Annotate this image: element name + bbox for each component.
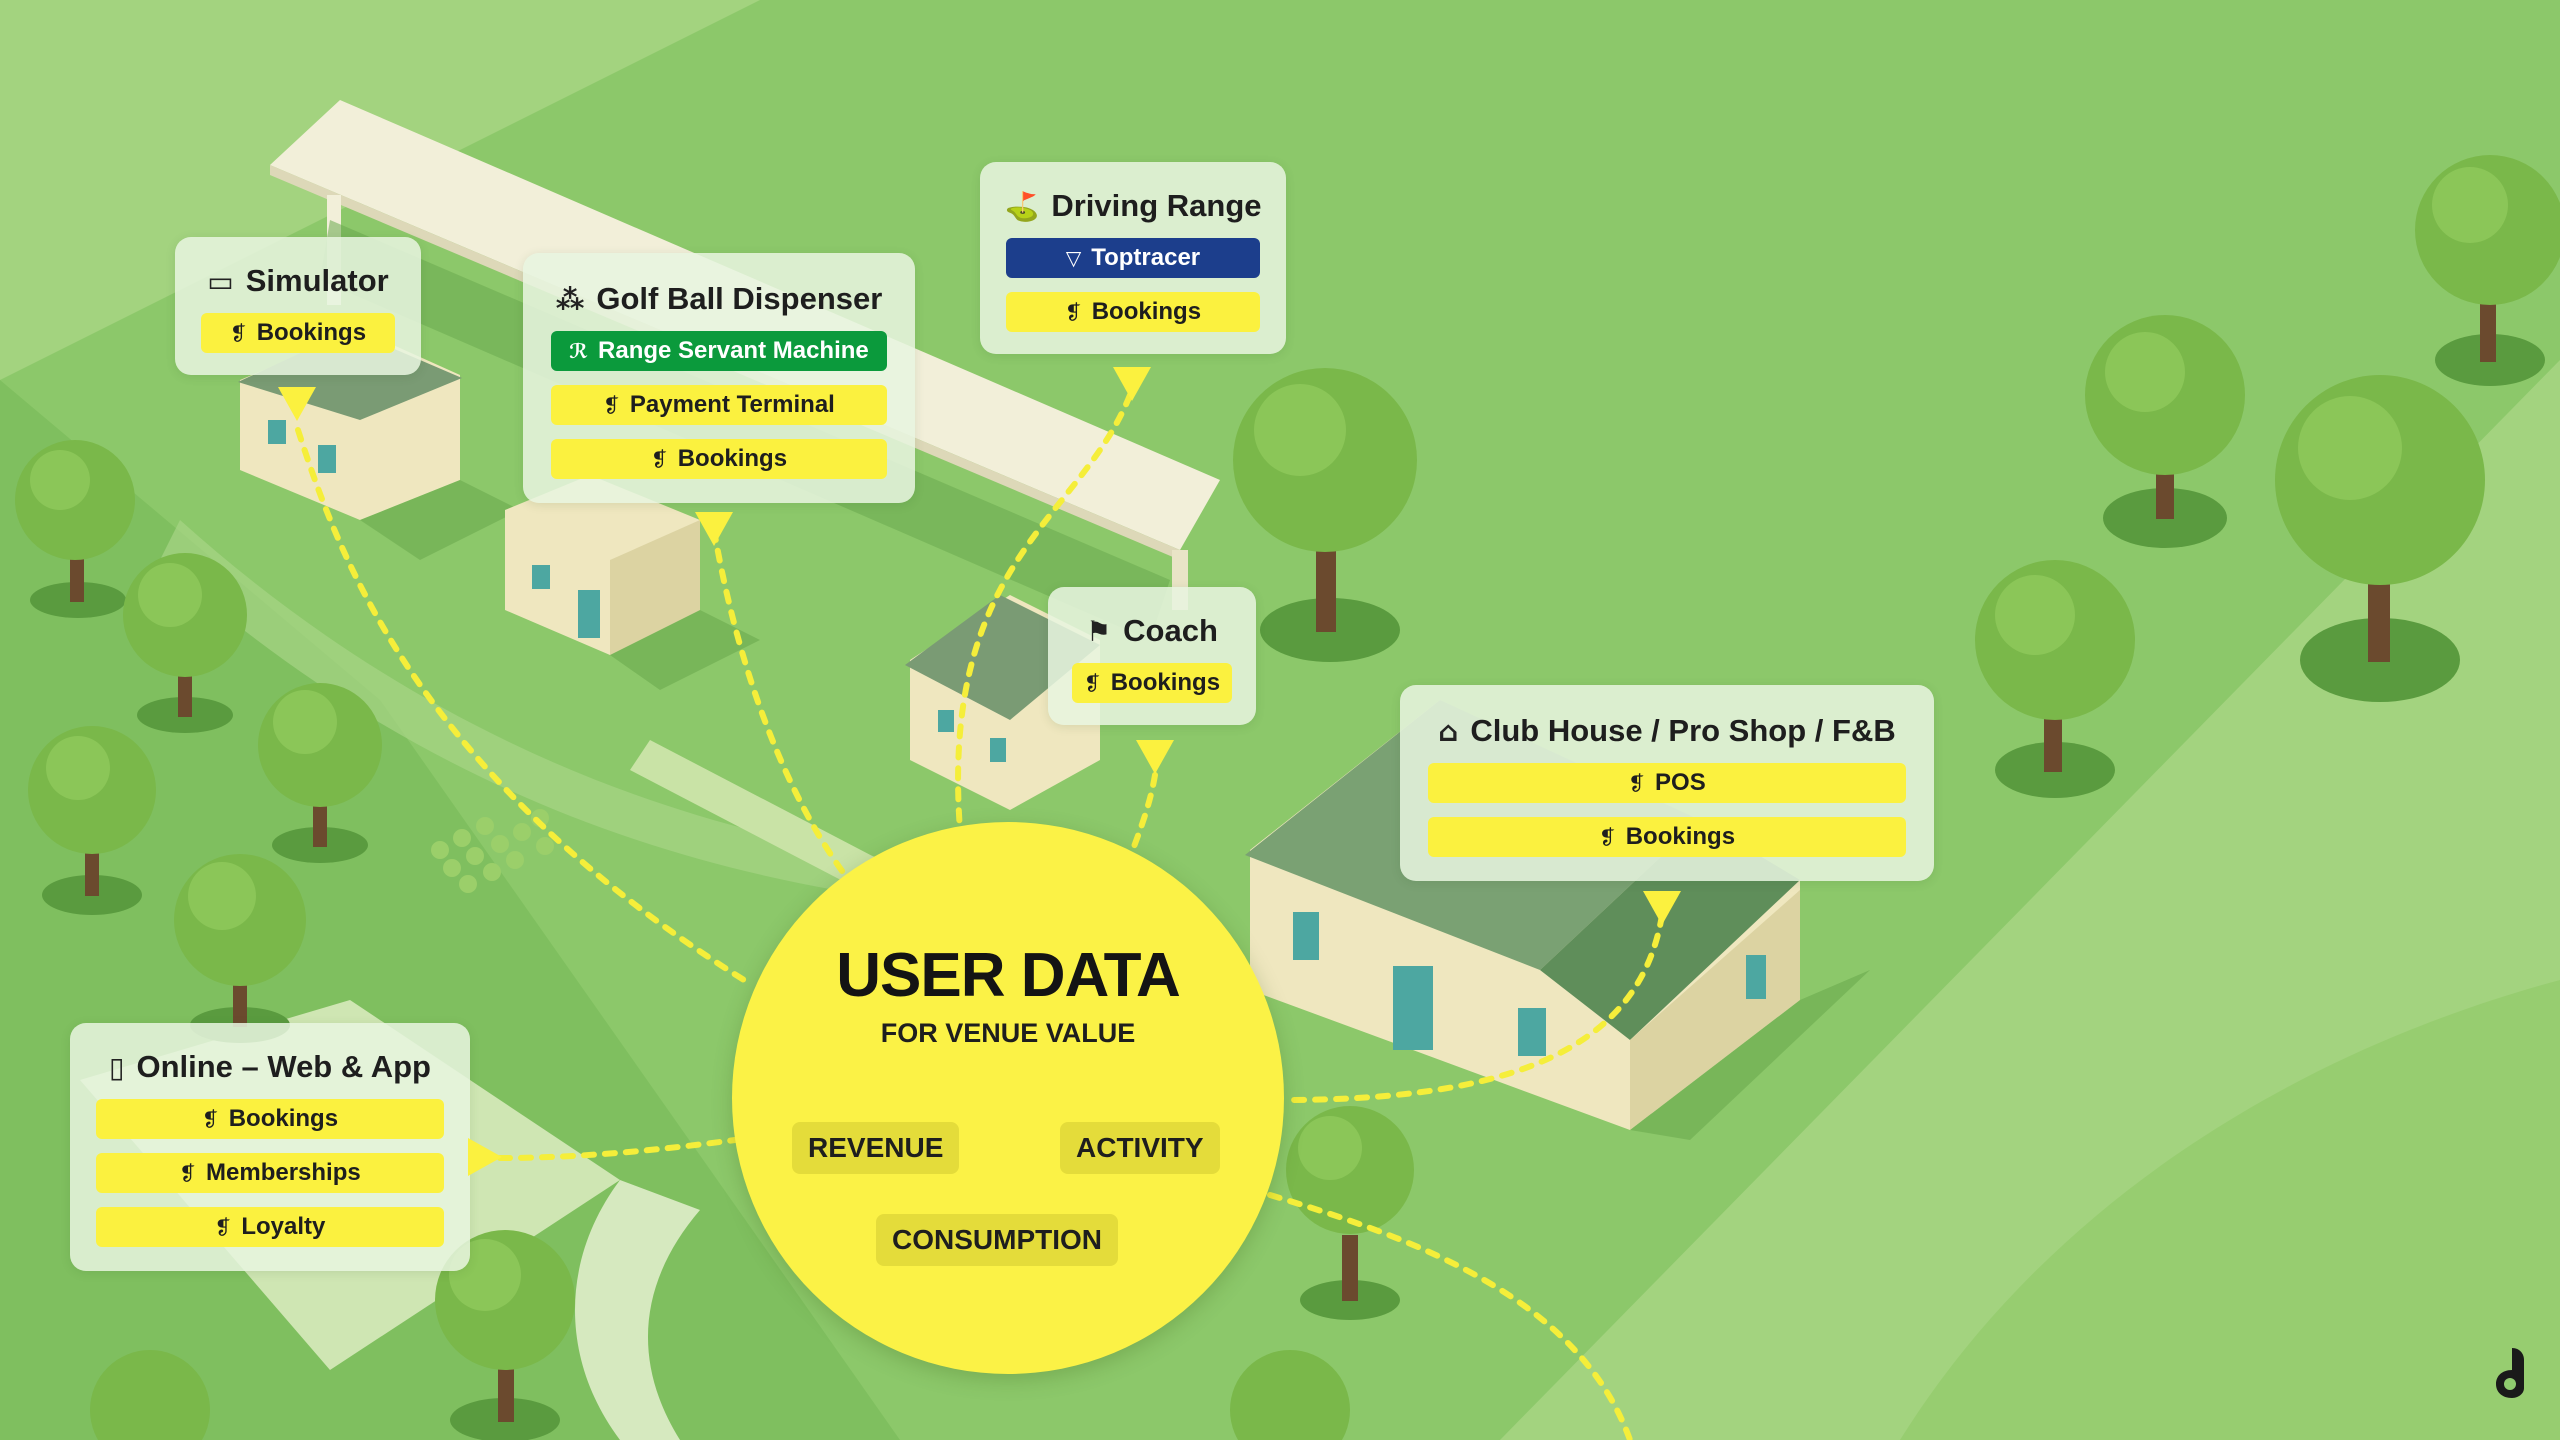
station-title-simulator: ▭ Simulator: [207, 263, 389, 298]
toptracer-chip[interactable]: ▽ Toptracer: [1006, 238, 1260, 278]
station-title-clubhouse: ⌂ Club House / Pro Shop / F&B: [1438, 713, 1896, 748]
station-title-coach: ⚑ Coach: [1086, 613, 1218, 648]
online-pointer: [468, 1138, 502, 1176]
simulator-screen-icon: ▭: [207, 264, 234, 298]
station-card-online[interactable]: ▯ Online – Web & App ❡ Bookings ❡ Member…: [70, 1023, 470, 1271]
coach-pointer: [1136, 740, 1174, 774]
brand-mark-icon: ❡: [179, 1161, 197, 1185]
range-servant-logo-icon: ℛ: [569, 339, 589, 363]
user-data-hub: USER DATA FOR VENUE VALUE REVENUE ACTIVI…: [732, 822, 1284, 1374]
brand-mark-icon: ❡: [1083, 671, 1101, 695]
coach-bookings-chip[interactable]: ❡ Bookings: [1072, 663, 1232, 703]
brand-mark-icon: ❡: [229, 321, 247, 345]
driving-range-pointer: [1113, 367, 1151, 401]
simulator-pointer: [278, 387, 316, 421]
clubhouse-bookings-chip[interactable]: ❡ Bookings: [1428, 817, 1906, 857]
mobile-phone-icon: ▯: [109, 1050, 125, 1084]
toptracer-logo-icon: ▽: [1065, 246, 1082, 270]
brand-mark-icon: ❡: [1064, 300, 1082, 324]
brand-mark-icon: ❡: [214, 1215, 232, 1239]
pos-chip[interactable]: ❡ POS: [1428, 763, 1906, 803]
online-bookings-chip[interactable]: ❡ Bookings: [96, 1099, 444, 1139]
station-title-driving-range: ⛳ Driving Range: [1004, 188, 1262, 223]
station-card-driving-range[interactable]: ⛳ Driving Range ▽ Toptracer ❡ Bookings: [980, 162, 1286, 354]
brand-mark-icon: ❡: [201, 1107, 219, 1131]
metric-consumption: CONSUMPTION: [876, 1214, 1118, 1266]
metric-activity: ACTIVITY: [1060, 1122, 1220, 1174]
station-title-dispenser: ⁂ Golf Ball Dispenser: [555, 281, 883, 316]
dispenser-bookings-chip[interactable]: ❡ Bookings: [551, 439, 887, 479]
station-card-coach[interactable]: ⚑ Coach ❡ Bookings: [1048, 587, 1256, 725]
station-card-clubhouse[interactable]: ⌂ Club House / Pro Shop / F&B ❡ POS ❡ Bo…: [1400, 685, 1934, 881]
storefront-icon: ⌂: [1438, 714, 1459, 748]
metric-revenue: REVENUE: [792, 1122, 960, 1174]
clubhouse-pointer: [1643, 891, 1681, 925]
station-title-online: ▯ Online – Web & App: [109, 1049, 431, 1084]
hub-subtitle: FOR VENUE VALUE: [880, 1018, 1136, 1048]
brand-mark-icon: ❡: [1628, 771, 1646, 795]
station-card-simulator[interactable]: ▭ Simulator ❡ Bookings: [175, 237, 421, 375]
dispenser-pointer: [695, 512, 733, 546]
brand-mark-icon: ❡: [603, 393, 620, 417]
range-servant-machine-chip[interactable]: ℛ Range Servant Machine: [551, 331, 887, 371]
coach-icon: ⚑: [1086, 614, 1112, 648]
hub-title: USER DATA: [836, 941, 1180, 1010]
golf-mat-icon: ⛳: [1004, 189, 1040, 223]
simulator-bookings-chip[interactable]: ❡ Bookings: [201, 313, 395, 353]
memberships-chip[interactable]: ❡ Memberships: [96, 1153, 444, 1193]
payment-terminal-chip[interactable]: ❡ Payment Terminal: [551, 385, 887, 425]
brand-mark-icon: ❡: [1598, 825, 1616, 849]
brand-logo-icon: [2496, 1348, 2524, 1398]
loyalty-chip[interactable]: ❡ Loyalty: [96, 1207, 444, 1247]
brand-mark-icon: ❡: [650, 447, 668, 471]
station-card-golf-ball-dispenser[interactable]: ⁂ Golf Ball Dispenser ℛ Range Servant Ma…: [523, 253, 915, 503]
golf-balls-icon: ⁂: [555, 282, 585, 316]
driving-range-bookings-chip[interactable]: ❡ Bookings: [1006, 292, 1260, 332]
